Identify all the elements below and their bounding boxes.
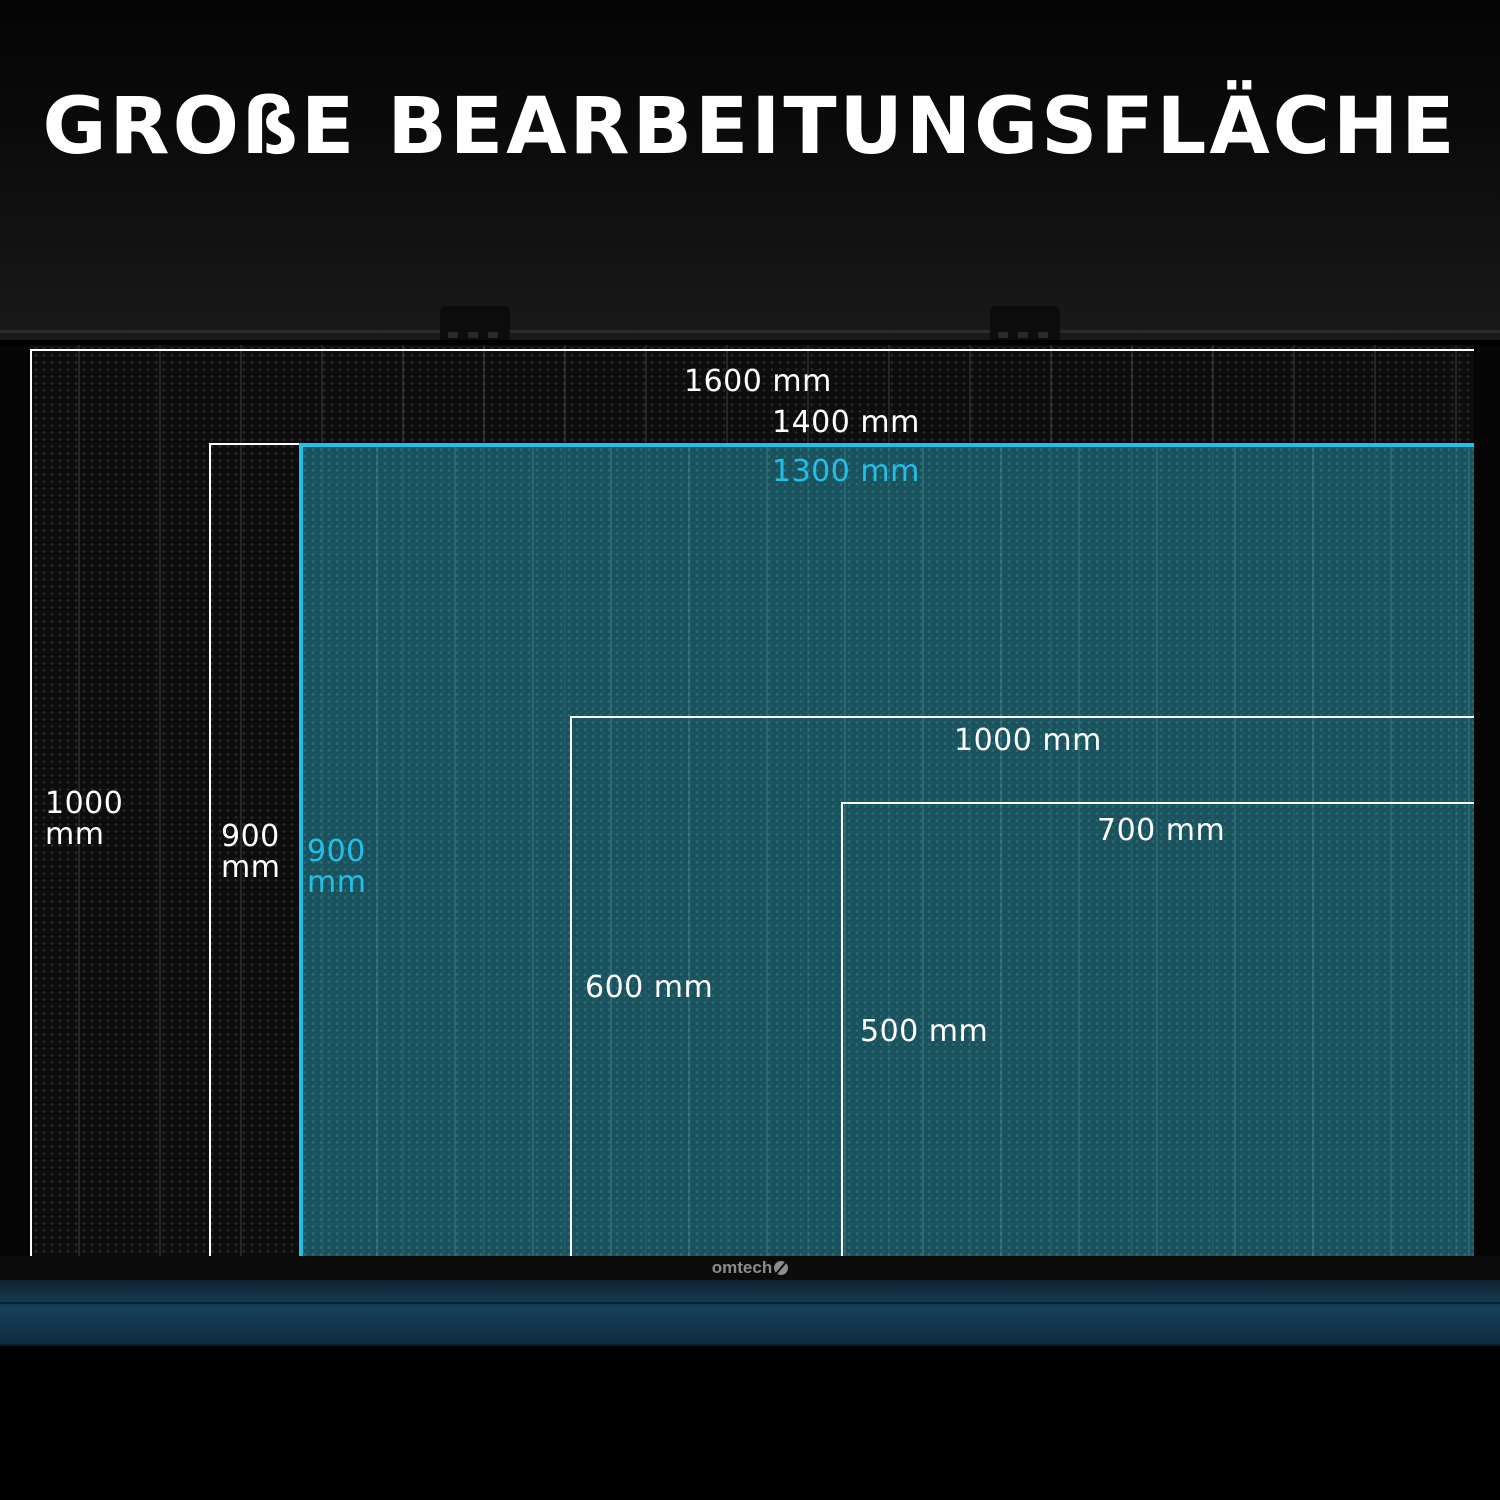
headline: GROßE BEARBEITUNGSFLÄCHE: [42, 82, 1458, 172]
area-1000x600-outline: [570, 716, 1474, 1256]
highlighted-work-area: [301, 446, 1474, 1256]
height-900-label: 900 mm: [221, 821, 280, 883]
lid-edge: [0, 330, 1500, 333]
width-1400-label: 1400 mm: [772, 405, 920, 440]
width-1300-label: 1300 mm: [772, 454, 920, 489]
height-500-label: 500 mm: [860, 1014, 989, 1049]
brand-logo: omtech: [0, 1256, 1500, 1280]
height-1000-unit: mm: [45, 817, 105, 852]
height-900-unit: mm: [221, 850, 281, 885]
height-1000-label: 1000 mm: [45, 788, 123, 850]
height-900-value: 900: [221, 819, 280, 854]
hinge-right: [990, 306, 1060, 340]
front-panel-line: [0, 1302, 1500, 1304]
height-900-cyan-label: 900 mm: [307, 836, 366, 898]
brand-name: omtech: [711, 1258, 773, 1277]
height-900-cyan-unit: mm: [307, 865, 367, 900]
bed-right-frame: [1474, 345, 1500, 1260]
width-1000-label: 1000 mm: [954, 723, 1102, 758]
width-700-label: 700 mm: [1097, 813, 1226, 848]
area-1300x900-outline: [299, 443, 1474, 1256]
height-900-cyan-value: 900: [307, 834, 366, 869]
height-1000-value: 1000: [45, 786, 124, 821]
area-700x500-outline: [841, 802, 1474, 1256]
area-1600x1000-outline: [30, 349, 1474, 1256]
brand-mark-icon: [774, 1261, 789, 1275]
width-1600-label: 1600 mm: [684, 364, 832, 399]
bed-left-frame: [0, 345, 30, 1260]
height-600-label: 600 mm: [585, 970, 714, 1005]
hinge-left: [440, 306, 510, 340]
front-panel: [0, 1280, 1500, 1346]
machine-lid: [0, 0, 1500, 340]
front-strip: [0, 1256, 1500, 1280]
